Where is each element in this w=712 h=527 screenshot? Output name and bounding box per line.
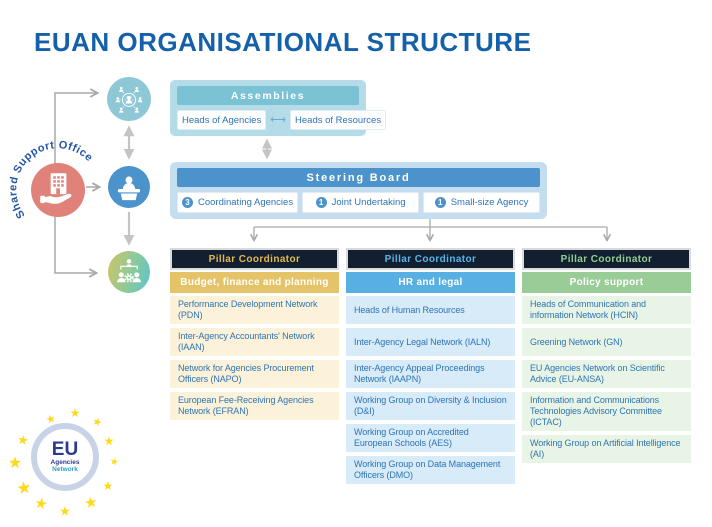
network-item: European Fee-Receiving Agencies Network …: [170, 392, 339, 420]
steering-board-panel: Steering Board 3 Coordinating Agencies 1…: [170, 162, 547, 219]
network-item: Network for Agencies Procurement Officer…: [170, 360, 339, 388]
network-item: Working Group on Artificial Intelligence…: [522, 435, 691, 463]
star-icon: ★: [59, 503, 71, 519]
network-item: EU Agencies Network on Scientific Advice…: [522, 360, 691, 388]
pillar-column-policy: Pillar Coordinator Policy support Heads …: [522, 248, 691, 467]
pillar-name-hr-legal: HR and legal: [346, 272, 515, 293]
team-gear-icon: [116, 259, 142, 283]
count-badge: 1: [315, 197, 327, 208]
star-icon: ★: [32, 494, 50, 514]
small-size-agency-label: Small-size Agency: [450, 197, 529, 208]
pillar-coordinator-box: Pillar Coordinator: [522, 248, 691, 270]
coordinating-agencies-box: 3 Coordinating Agencies: [177, 192, 299, 213]
network-item: Heads of Communication and information N…: [522, 296, 691, 324]
working-groups-circle: [108, 251, 150, 293]
eu-agencies-network-logo: ★ ★ ★ ★ ★ ★ ★ ★ ★ ★ ★ ★ EU Agencies Netw…: [5, 405, 125, 520]
pillar-column-budget: Pillar Coordinator Budget, finance and p…: [170, 248, 339, 424]
network-item: Performance Development Network (PDN): [170, 296, 339, 324]
building-on-hand-icon: [40, 173, 72, 204]
chairperson-desk-icon: [117, 176, 141, 201]
hr-legal-items: Heads of Human Resources Inter-Agency Le…: [346, 296, 515, 484]
assemblies-circle: [107, 77, 151, 121]
count-badge: 1: [434, 197, 446, 208]
star-icon: ★: [7, 455, 23, 472]
star-icon: ★: [69, 406, 81, 420]
steering-board-circle: [108, 166, 150, 208]
star-icon: ★: [102, 479, 114, 493]
star-icon: ★: [108, 456, 120, 469]
page-title: EUAN ORGANISATIONAL STRUCTURE: [34, 27, 532, 57]
heads-of-resources-box: Heads of Resources: [290, 110, 387, 130]
assemblies-panel: Assemblies Heads of Agencies ⟷ Heads of …: [170, 80, 387, 136]
network-item: Greening Network (GN): [522, 328, 691, 356]
logo-network-text: Network: [52, 466, 78, 473]
star-icon: ★: [82, 493, 100, 513]
count-badge: 3: [182, 197, 193, 208]
network-item: Inter-Agency Appeal Proceedings Network …: [346, 360, 515, 388]
assemblies-title: Assemblies: [177, 86, 359, 105]
network-item: Heads of Human Resources: [346, 296, 515, 324]
star-icon: ★: [90, 415, 104, 430]
pillar-name-policy: Policy support: [522, 272, 691, 293]
pillar-coordinator-box: Pillar Coordinator: [346, 248, 515, 270]
pillar-coordinator-box: Pillar Coordinator: [170, 248, 339, 270]
network-item: Working Group on Data Management Officer…: [346, 456, 515, 484]
logo-eu-text: EU: [51, 439, 79, 460]
budget-items: Performance Development Network (PDN) In…: [170, 296, 339, 420]
network-people-icon: [115, 86, 143, 113]
small-size-agency-box: 1 Small-size Agency: [423, 192, 541, 213]
network-item: Inter-Agency Accountants' Network (IAAN): [170, 328, 339, 356]
policy-items: Heads of Communication and information N…: [522, 296, 691, 463]
bidirectional-arrow-icon: ⟷: [270, 113, 287, 126]
network-item: Working Group on Diversity & Inclusion (…: [346, 392, 515, 420]
star-icon: ★: [15, 431, 31, 449]
joint-undertaking-box: 1 Joint Undertaking: [302, 192, 420, 213]
network-item: Inter-Agency Legal Network (IALN): [346, 328, 515, 356]
star-icon: ★: [15, 477, 33, 499]
network-item: Information and Communications Technolog…: [522, 392, 691, 431]
logo-ring: EU Agencies Network: [31, 423, 99, 491]
network-item: Working Group on Accredited European Sch…: [346, 424, 515, 452]
star-icon: ★: [103, 434, 115, 448]
joint-undertaking-label: Joint Undertaking: [331, 197, 406, 208]
coordinating-agencies-label: Coordinating Agencies: [198, 197, 294, 208]
shared-support-office-circle: [31, 163, 85, 217]
logo-agencies-text: Agencies: [50, 459, 80, 466]
pillar-column-hr-legal: Pillar Coordinator HR and legal Heads of…: [346, 248, 515, 488]
heads-of-agencies-box: Heads of Agencies: [177, 110, 267, 130]
steering-board-title: Steering Board: [177, 168, 540, 187]
pillar-name-budget: Budget, finance and planning: [170, 272, 339, 293]
